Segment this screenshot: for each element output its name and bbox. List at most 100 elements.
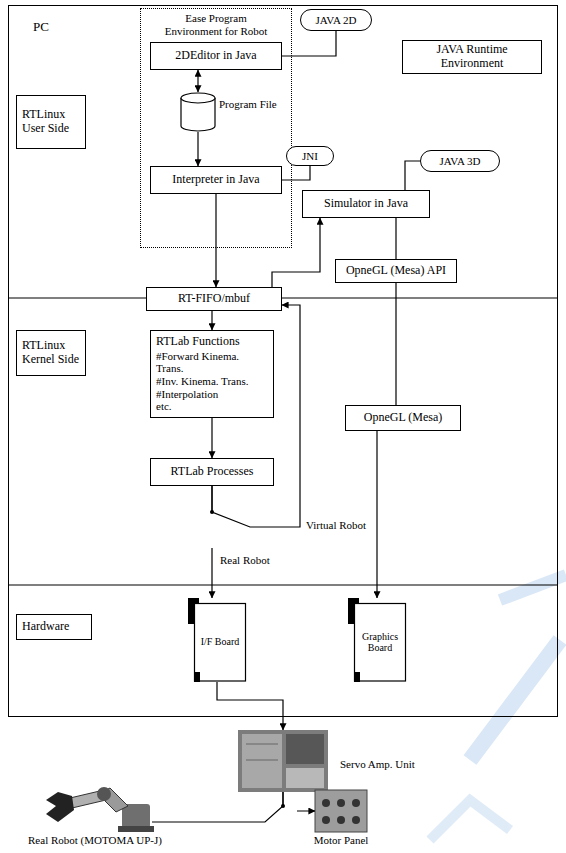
node-text: Hardware (22, 620, 69, 634)
connector (405, 161, 420, 190)
connector (376, 431, 377, 598)
panel-box (315, 790, 367, 832)
node-text: Program File (219, 98, 277, 111)
robot-gripper (46, 792, 74, 822)
connector (282, 166, 310, 180)
switch-label: Virtual Robot (306, 519, 366, 531)
connector (282, 31, 336, 56)
connector (211, 418, 212, 458)
servo-unit: Servo Amp. Unit (238, 730, 328, 792)
layer-separator (9, 584, 557, 585)
node-item-text: #Forward Kinema. Trans. (156, 350, 268, 375)
connector (215, 194, 216, 287)
node-text: JAVA 2D (316, 14, 357, 27)
node-text: RTLinux User Side (22, 108, 80, 136)
motor-panel-unit: Motor Panel (315, 790, 367, 832)
pc-frame: PC Ease Program Environment for Robot 2DEd… (8, 5, 558, 717)
node-text: Servo Amp. Unit (340, 758, 415, 771)
board-card: Graphics Board (348, 598, 406, 682)
robot-arm (98, 788, 128, 812)
library-tag: JAVA 3D (420, 150, 500, 172)
board-plate (355, 604, 406, 682)
robot-foot (118, 826, 154, 832)
node-text: Simulator in Java (324, 197, 408, 211)
connector (197, 132, 198, 166)
node-text: RTLab Processes (171, 465, 254, 479)
node-text: 2DEditor in Java (175, 49, 256, 63)
api-box: OpneGL (Mesa) API (335, 259, 457, 283)
panel-knob (322, 799, 330, 807)
node-text: RT-FIFO/mbuf (178, 292, 250, 306)
motor-panel-photo (315, 790, 367, 832)
library-tag: JAVA 2D (300, 9, 372, 31)
node-text: RTLinux Kernel Side (22, 339, 80, 367)
board-card: I/F Board (188, 598, 246, 682)
node-text: OpneGL (Mesa) (364, 411, 443, 425)
node-text: JAVA 3D (440, 155, 481, 168)
servo-photo (238, 730, 328, 792)
switch-label: Real Robot (220, 554, 270, 566)
node-text: OpneGL (Mesa) API (346, 264, 446, 278)
robot-base (122, 804, 150, 828)
layer-label-box: RTLinux User Side (16, 95, 86, 149)
connector (272, 218, 320, 287)
robot-picture (46, 787, 154, 832)
connector (211, 486, 212, 598)
process-box: RTLab Processes (150, 458, 274, 486)
node-item-text: #Inv. Kinema. Trans. (156, 375, 248, 388)
watermark-stroke (470, 640, 560, 760)
board-bracket (354, 672, 360, 682)
panel-knob (352, 816, 360, 824)
connector (217, 682, 283, 730)
node-text: PC (33, 20, 49, 35)
runtime-box: JAVA Runtime Environment (402, 40, 542, 74)
node-text: JNI (302, 150, 318, 163)
servo-cabinet (238, 730, 328, 792)
board-bracket (348, 598, 359, 624)
robot-unit: Real Robot (MOTOMA UP-J) (38, 786, 152, 832)
cylinder-top (181, 93, 215, 103)
board-bracket (194, 672, 200, 682)
panel-knob (352, 799, 360, 807)
servo-detail (246, 744, 278, 745)
node-item-text: etc. (156, 400, 172, 413)
board-plate (195, 604, 246, 682)
program-environment-group: Ease Program Environment for Robot 2DEdit… (140, 8, 292, 248)
connector (395, 218, 396, 259)
process-box: Simulator in Java (302, 190, 430, 218)
node-text: Motor Panel (314, 834, 369, 847)
connector (152, 792, 283, 822)
driver-box: OpneGL (Mesa) (345, 405, 461, 431)
node-text: Graphics Board (356, 631, 404, 654)
library-tag: JNI (286, 146, 334, 166)
layer-separator (9, 297, 557, 298)
cylinder-outline (180, 92, 216, 132)
watermark-stroke (430, 800, 510, 840)
panel-knob (337, 816, 345, 824)
process-box: 2DEditor in Java (150, 42, 282, 70)
node-text: Real Robot (MOTOMA UP-J) (28, 834, 162, 847)
watermark (430, 575, 566, 840)
node-text: Interpreter in Java (172, 173, 259, 187)
board-bracket (188, 598, 199, 624)
node-text: I/F Board (201, 636, 240, 648)
buffer-box: RT-FIFO/mbuf (146, 287, 282, 311)
connector (211, 311, 212, 330)
connector (197, 70, 198, 92)
layer-label-box: Hardware (16, 614, 92, 640)
node-text: RTLab Functions (156, 335, 240, 349)
process-box: Interpreter in Java (150, 166, 282, 194)
panel-knob (322, 816, 330, 824)
robot-joint (97, 787, 111, 801)
watermark-stroke (500, 575, 566, 600)
servo-door (242, 734, 282, 788)
panel-knob (337, 799, 345, 807)
servo-panel (286, 768, 324, 788)
node-item-text: #Interpolation (156, 388, 218, 401)
servo-detail (246, 760, 278, 761)
file-cylinder: Program File (180, 92, 216, 132)
connector (283, 792, 315, 811)
servo-panel (286, 734, 324, 764)
node-text: Ease Program Environment for Robot (157, 12, 275, 37)
function-box: RTLab Functions#Forward Kinema. Trans.#I… (150, 330, 274, 418)
